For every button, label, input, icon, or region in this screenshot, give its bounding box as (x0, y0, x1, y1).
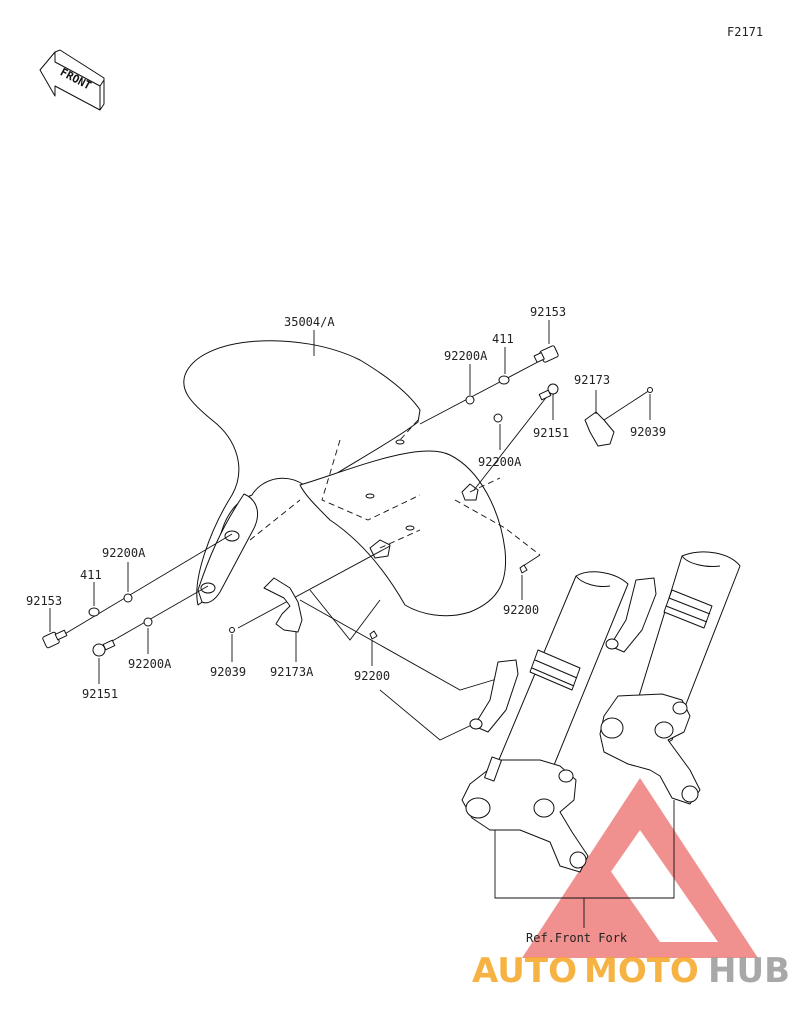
front-fork-left (461, 571, 629, 873)
label-92153-left: 92153 (26, 594, 62, 608)
label-411-right: 411 (492, 332, 514, 346)
washer-411-right (498, 375, 510, 385)
front-arrow-icon: FRONT (39, 49, 105, 111)
front-fender (183, 340, 507, 617)
hardware-left (42, 577, 378, 657)
label-leaders (49, 320, 651, 684)
front-fork-right (599, 551, 741, 805)
label-92200-left: 92200 (354, 669, 390, 683)
clamp-92173 (584, 411, 615, 447)
label-411-left: 411 (80, 568, 102, 582)
clamp-92173a (263, 577, 303, 633)
bolt-92153-left (42, 629, 68, 649)
part-labels: 35004/A 92153 411 92200A 92151 92200A 92… (26, 305, 666, 945)
label-92200-right: 92200 (503, 603, 539, 617)
washer-411-left (88, 607, 100, 617)
watermark-text: AUTO MOTO HUB (472, 951, 790, 991)
screw-92039-right (647, 387, 653, 393)
label-92153-right: 92153 (530, 305, 566, 319)
grommet-92200-left (369, 630, 378, 640)
label-92200a-right: 92200A (444, 349, 488, 363)
grommet-92200-right (519, 564, 528, 574)
svg-text:HUB: HUB (708, 951, 790, 991)
assembly-lines (57, 353, 651, 741)
reference-bracket (494, 800, 675, 899)
label-92151-right: 92151 (533, 426, 569, 440)
bolt-92151-left (92, 639, 116, 657)
hardware-right (465, 345, 653, 574)
label-35004-a: 35004/A (284, 315, 335, 329)
bolt-92153-right (533, 345, 559, 363)
svg-text:MOTO: MOTO (584, 951, 699, 991)
label-92200a-right-lower: 92200A (478, 455, 522, 469)
label-92173a: 92173A (270, 665, 314, 679)
washer-92200a-left-lower (143, 617, 153, 627)
watermark-triangle-core (560, 870, 660, 942)
svg-text:AUTO: AUTO (472, 951, 577, 991)
washer-92200a-right-lower (493, 413, 503, 423)
bolt-92151-right (538, 383, 559, 401)
screw-92039-left (229, 627, 235, 633)
label-ref-front-fork: Ref.Front Fork (526, 931, 628, 945)
washer-92200a-left (123, 593, 133, 603)
washer-92200a-right (465, 395, 475, 405)
label-92039-right: 92039 (630, 425, 666, 439)
watermark-logo (522, 778, 758, 958)
label-92039-left: 92039 (210, 665, 246, 679)
figure-code: F2171 (727, 25, 763, 39)
label-92200a-left-lower: 92200A (128, 657, 172, 671)
label-92200a-left: 92200A (102, 546, 146, 560)
label-92151-left: 92151 (82, 687, 118, 701)
label-92173: 92173 (574, 373, 610, 387)
